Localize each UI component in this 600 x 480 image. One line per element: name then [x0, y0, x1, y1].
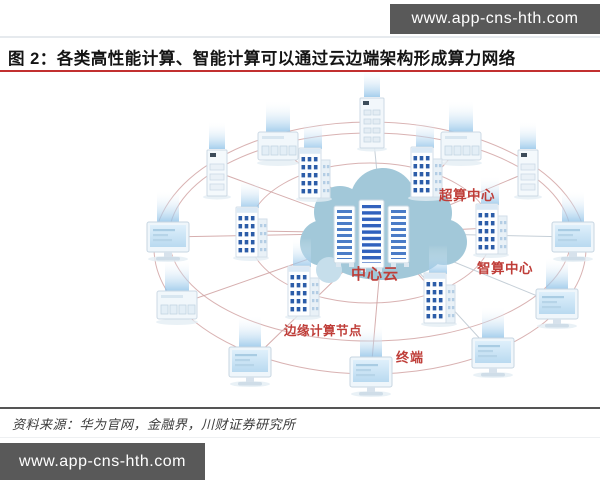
source-divider: [0, 407, 600, 409]
footer-divider: [0, 437, 600, 438]
title-underline: [0, 70, 600, 72]
header-url-text: www.app-cns-hth.com: [411, 10, 579, 27]
label-supercomputing-center: 超算中心: [439, 188, 495, 203]
server-rack-icon: [333, 199, 410, 272]
node-building: [473, 176, 509, 258]
network-nodes: [146, 68, 595, 397]
header-url-bar: www.app-cns-hth.com: [390, 4, 600, 34]
node-tower: [514, 121, 542, 200]
node-desktop: [535, 257, 579, 329]
label-edge-computing-node: 边缘计算节点: [284, 324, 363, 338]
label-terminal: 终端: [396, 350, 425, 365]
node-panel: [156, 259, 198, 325]
source-text: 资料来源：华为官网，金融界，川财证券研究所: [12, 417, 296, 432]
label-central-cloud: 中心云: [351, 266, 400, 283]
label-intelligent-computing-center: 智算中心: [477, 261, 533, 276]
node-building: [296, 120, 332, 202]
node-building: [408, 119, 444, 201]
node-building: [285, 238, 321, 320]
footer-url-text: www.app-cns-hth.com: [19, 452, 186, 470]
header-divider: [0, 36, 600, 38]
node-desktop: [228, 315, 272, 387]
node-desktop: [146, 190, 190, 262]
node-panel: [257, 100, 299, 166]
node-tower: [203, 121, 231, 200]
footer-url-bar: www.app-cns-hth.com: [0, 443, 205, 480]
node-desktop: [551, 190, 595, 262]
node-building: [421, 245, 457, 327]
figure-title: 图 2：各类高性能计算、智能计算可以通过云边端架构形成算力网络: [8, 50, 516, 68]
node-panel: [440, 100, 482, 166]
node-cabinet: [357, 68, 387, 152]
node-desktop: [471, 306, 515, 378]
node-desktop: [349, 325, 393, 397]
node-building: [233, 179, 269, 261]
